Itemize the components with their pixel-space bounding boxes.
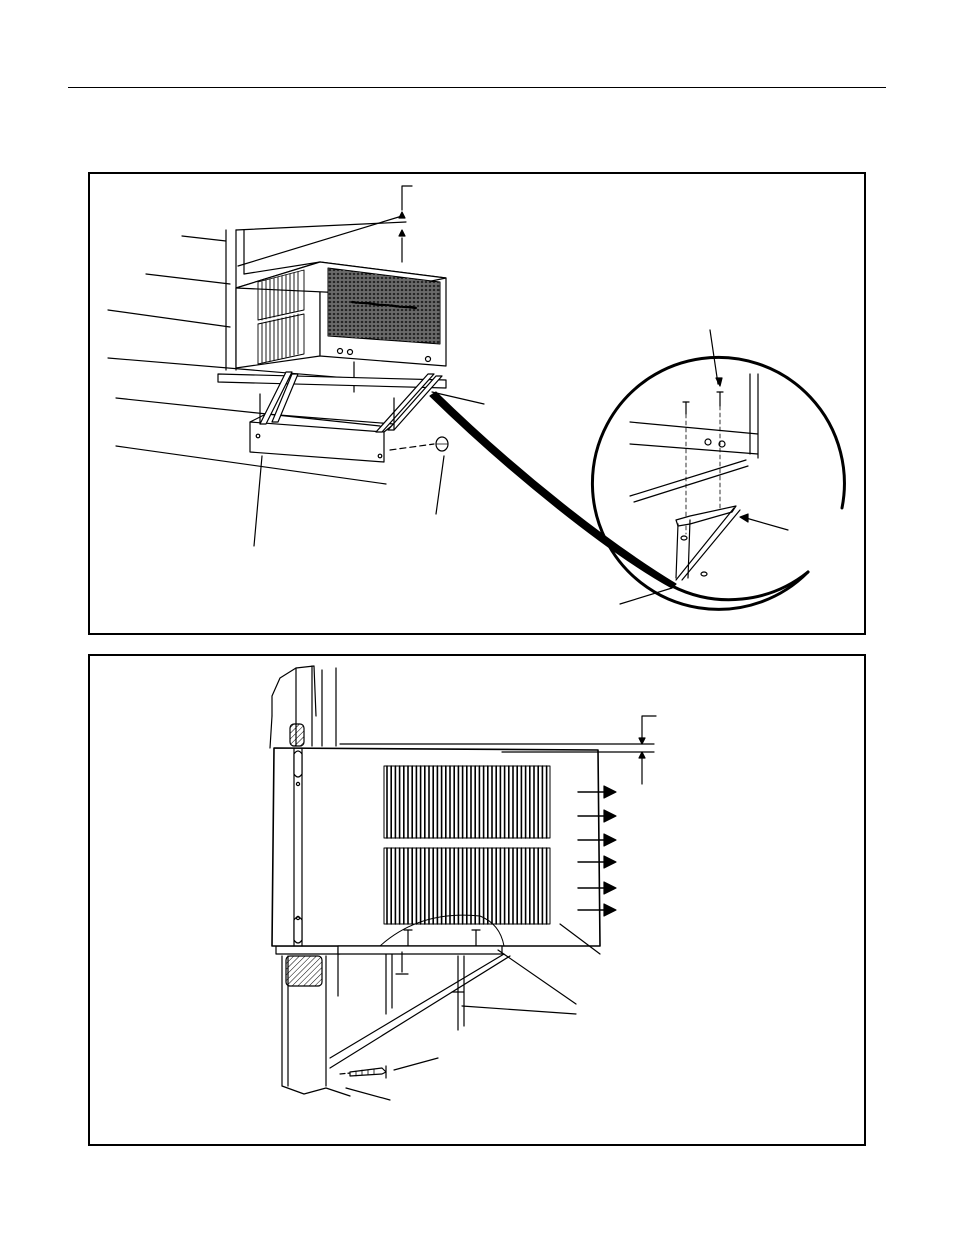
figure-2-drawing	[269, 665, 657, 1101]
front-grille	[327, 267, 441, 363]
zoom-connector	[429, 391, 677, 589]
header-rule	[68, 87, 886, 88]
wood-screw-icon	[339, 1065, 387, 1079]
screw-icon	[389, 436, 449, 452]
support-bracket	[329, 945, 511, 1069]
clearance-indicator	[339, 715, 657, 785]
callout-leaders	[253, 391, 485, 547]
air-conditioner-unit	[271, 747, 601, 947]
support-bracket	[217, 371, 447, 463]
figure-2-panel	[88, 654, 866, 1146]
foam-seals	[285, 723, 323, 987]
figure-1-drawing	[107, 185, 846, 611]
figure-1-panel	[88, 172, 866, 635]
detail-circle	[590, 355, 846, 611]
clearance-indicator	[398, 185, 413, 263]
window-frame	[225, 215, 407, 371]
airflow-arrows	[577, 785, 617, 917]
louver-slats	[386, 765, 548, 925]
side-louvers	[257, 269, 305, 365]
detail-callout-leaders	[619, 329, 789, 605]
callout-leaders	[345, 923, 601, 1101]
air-conditioner-unit	[235, 261, 447, 393]
